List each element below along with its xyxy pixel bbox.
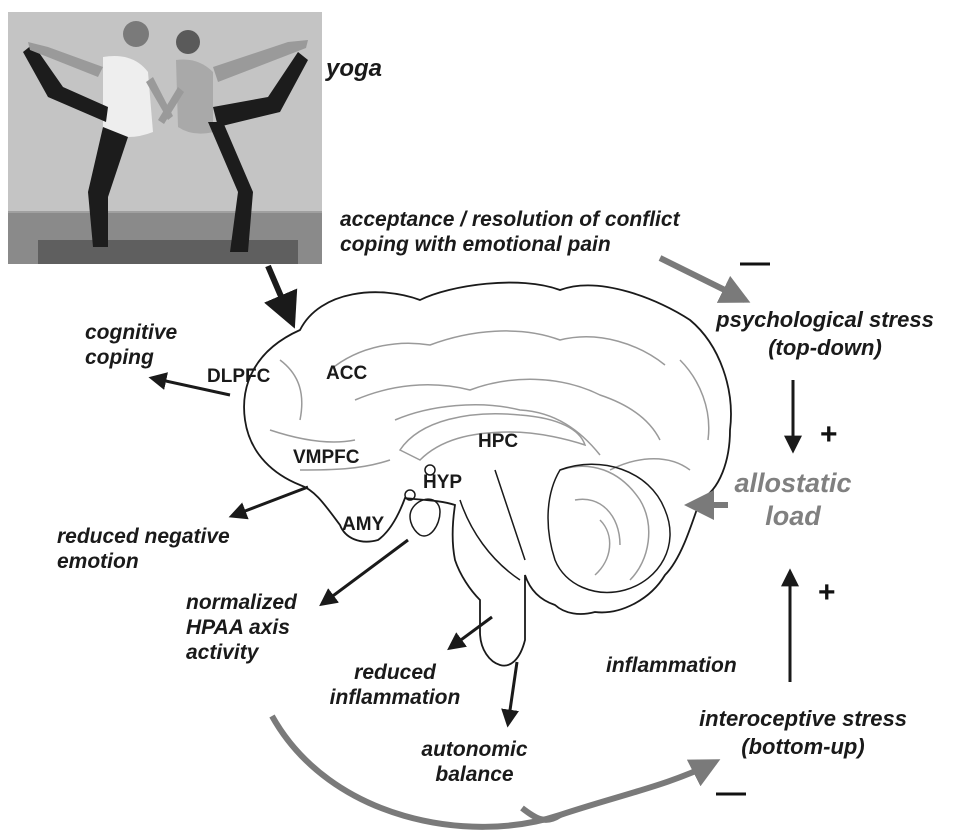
intero-line2: (bottom-up) (668, 733, 938, 761)
neg-line1: reduced negative (57, 524, 230, 549)
conflict-line2: coping with emotional pain (340, 232, 680, 257)
inflammation-label: inflammation (606, 653, 737, 678)
allostatic-line2: load (728, 500, 858, 533)
region-hyp: HYP (423, 472, 462, 494)
region-acc: ACC (326, 363, 367, 385)
hpaa-line2: HPAA axis (186, 615, 297, 640)
hpaa-line3: activity (186, 640, 297, 665)
cognitive-coping-label: cognitive coping (85, 320, 177, 370)
arrow-photo-to-brain (268, 266, 292, 322)
psych-line1: psychological stress (700, 306, 950, 334)
cognitive-line1: cognitive (85, 320, 177, 345)
inflam-line1: reduced (320, 660, 470, 685)
reduced-inflammation-label: reduced inflammation (320, 660, 470, 710)
arrow-hpaa (322, 540, 408, 604)
plus-sign-top: + (820, 420, 838, 450)
minus-sign-top: — (740, 248, 770, 278)
region-vmpfc: VMPFC (293, 447, 360, 469)
arrow-vmpfc (232, 487, 308, 516)
region-dlpfc: DLPFC (207, 366, 270, 388)
region-hpc: HPC (478, 431, 518, 453)
auto-line2: balance (412, 762, 537, 787)
inflam-line2: inflammation (320, 685, 470, 710)
conflict-label: acceptance / resolution of conflict copi… (340, 207, 680, 257)
hpaa-label: normalized HPAA axis activity (186, 590, 297, 665)
psych-line2: (top-down) (700, 334, 950, 362)
conflict-line1: acceptance / resolution of conflict (340, 207, 680, 232)
reduced-negative-emotion-label: reduced negative emotion (57, 524, 230, 574)
region-amy: AMY (342, 514, 384, 536)
minus-sign-bottom: — (716, 778, 746, 808)
interoceptive-stress-label: interoceptive stress (bottom-up) (668, 705, 938, 761)
hpaa-line1: normalized (186, 590, 297, 615)
neg-line2: emotion (57, 549, 230, 574)
allostatic-load-label: allostatic load (728, 467, 858, 533)
plus-sign-bottom: + (818, 578, 836, 608)
auto-line1: autonomic (412, 737, 537, 762)
cognitive-line2: coping (85, 345, 177, 370)
cerebellum (548, 464, 670, 592)
psychological-stress-label: psychological stress (top-down) (700, 306, 950, 362)
brainstem (460, 470, 525, 580)
autonomic-balance-label: autonomic balance (412, 737, 537, 787)
amygdala (410, 499, 440, 536)
intero-line1: interoceptive stress (668, 705, 938, 733)
brain-outline (244, 283, 731, 666)
arrow-autonomic (508, 662, 517, 724)
allostatic-line1: allostatic (728, 467, 858, 500)
arrow-inflammation (450, 617, 492, 648)
gray-arrow-conflict (660, 258, 745, 300)
